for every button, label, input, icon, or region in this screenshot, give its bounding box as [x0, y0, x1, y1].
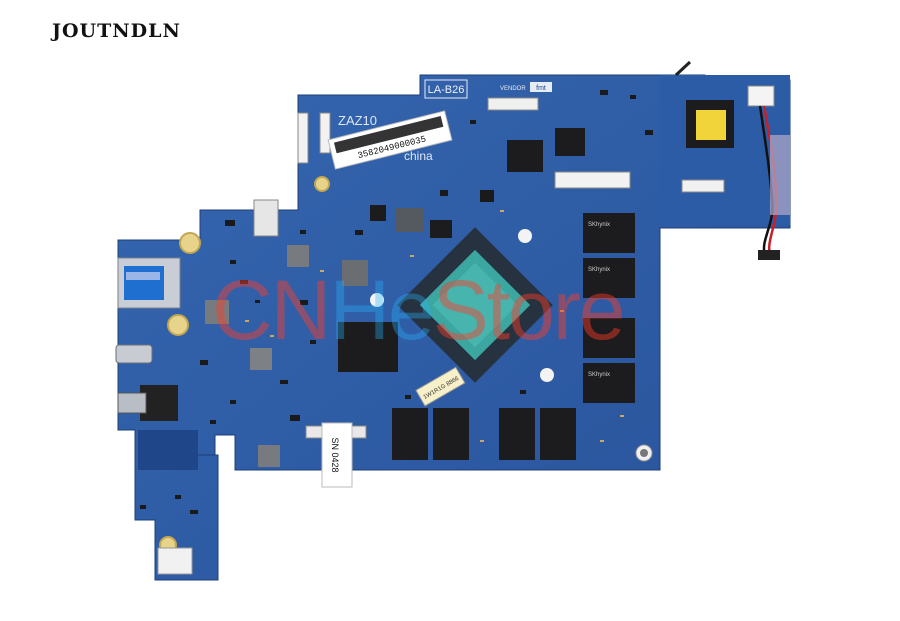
inductor	[287, 245, 309, 267]
inductor	[342, 260, 368, 286]
mount-hole	[540, 368, 554, 382]
brand-text: JOUTNDLN	[52, 20, 181, 42]
ribbon-connector	[297, 112, 309, 164]
capacitor	[430, 220, 452, 238]
vendor-label: VENDOR	[500, 86, 526, 92]
memory-chips-bottom	[392, 408, 576, 460]
made-in-label: china	[404, 149, 433, 163]
chip-brand: SKhynix	[588, 372, 610, 378]
smd-components	[140, 90, 653, 514]
model-label-box	[424, 79, 468, 99]
watermark: CNHeStore	[212, 262, 626, 359]
mount-hole	[179, 232, 201, 254]
chip-brand: SKhynix	[588, 267, 610, 273]
watermark-middle: He	[329, 263, 434, 357]
pad-component	[640, 449, 648, 457]
chipset	[338, 322, 398, 372]
memory-chips-right	[583, 213, 635, 403]
inductor	[250, 348, 272, 370]
watermark-left: CN	[212, 263, 331, 357]
wire-clip	[758, 250, 780, 260]
model-label: LA-B26	[428, 84, 465, 96]
fan-connector	[681, 179, 725, 193]
ribbon-connector	[319, 112, 331, 154]
sd-slot	[138, 430, 198, 470]
qc-sticker	[415, 366, 466, 407]
ribbon-connector	[554, 171, 631, 189]
antenna-wire	[674, 60, 692, 77]
sn-label: SN 0428	[330, 437, 340, 472]
ssd-connector	[253, 199, 279, 237]
inductor	[395, 208, 423, 232]
smd-resistors	[245, 210, 624, 442]
mount-hole	[518, 229, 532, 243]
controller-chip	[555, 128, 585, 156]
purple-tape	[770, 135, 790, 215]
ec-chip	[507, 140, 543, 172]
bottom-connector	[157, 547, 193, 575]
mount-hole	[167, 314, 189, 336]
inductor	[205, 300, 229, 324]
capacitor	[370, 205, 386, 221]
mount-hole	[314, 176, 330, 192]
inductor	[258, 445, 280, 467]
micro-port	[115, 344, 153, 364]
sn-sticker	[321, 422, 353, 488]
battery-connector	[747, 85, 775, 107]
ribbon-connector	[487, 97, 539, 111]
sticker-code: ZAZ10	[338, 113, 377, 128]
mount-hole	[370, 293, 384, 307]
chip-brand: SKhynix	[588, 222, 610, 228]
cpu-package	[397, 227, 553, 383]
vendor-code: fmt	[536, 85, 546, 92]
watermark-right: Store	[432, 263, 626, 357]
